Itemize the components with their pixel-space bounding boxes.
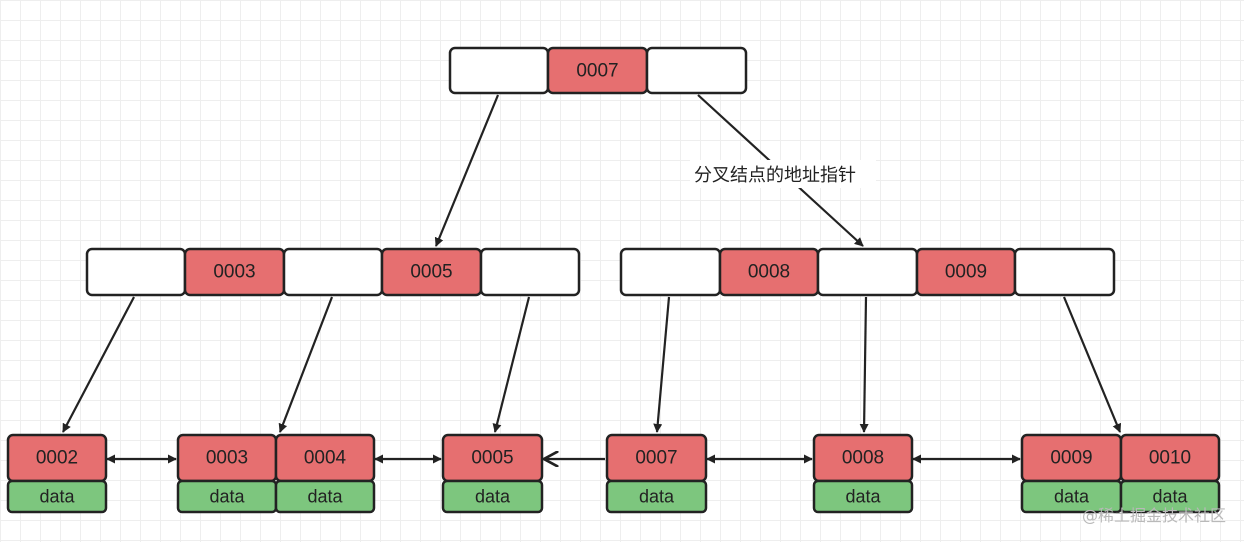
leaf-node-4: 0007 data <box>605 433 708 514</box>
leaf-data-cell <box>605 479 708 514</box>
pointer-left-to-leaf-0002 <box>62 296 135 433</box>
leaf-node-5: 0008 data <box>812 433 914 514</box>
leaf-key-label: 0007 <box>635 448 677 469</box>
pointer-label: 分叉结点的地址指针 <box>694 165 856 186</box>
leaf-data-cell <box>441 479 544 514</box>
leaf-key-label: 0004 <box>304 448 347 469</box>
leaf-data-cell <box>1119 479 1221 514</box>
leaf-key-label: 0002 <box>36 448 78 469</box>
left-key-label-2: 0005 <box>410 262 452 283</box>
root-key-label: 0007 <box>576 61 618 82</box>
pointer-root-to-left <box>434 94 500 247</box>
leaf-key-label: 0005 <box>471 448 513 469</box>
pointer-right-to-leaf-0007 <box>653 296 671 433</box>
leaf-data-label: data <box>639 487 675 507</box>
leaf-node-6: 0009 0010 data data <box>1020 433 1221 514</box>
pointer-right-to-leaf-0008 <box>859 296 869 433</box>
leaf-data-cell <box>812 479 914 514</box>
internal-node-right: 0008 0009 <box>619 247 1116 297</box>
leaf-data-cell <box>6 479 108 514</box>
left-pointer-cell-1 <box>85 247 187 297</box>
leaf-node-1: 0002 data <box>6 433 108 514</box>
pointer-label-background <box>690 160 876 188</box>
watermark: @稀土掘金技术社区 <box>1082 506 1226 525</box>
leaf-data-cell <box>274 479 376 514</box>
leaf-data-label: data <box>209 487 245 507</box>
right-key-label-1: 0008 <box>748 262 790 283</box>
left-pointer-cell-3 <box>479 247 581 297</box>
leaf-data-label: data <box>1152 487 1188 507</box>
internal-node-left: 0003 0005 <box>85 247 581 297</box>
leaf-data-label: data <box>307 487 343 507</box>
pointer-left-to-leaf-0003 <box>278 296 334 433</box>
tree-pointers <box>62 94 1122 433</box>
leaf-data-label: data <box>39 487 75 507</box>
leaf-key-label: 0010 <box>1149 448 1191 469</box>
right-pointer-cell-3 <box>1013 247 1116 297</box>
root-pointer-cell-2 <box>645 46 748 95</box>
leaf-key-label: 0003 <box>206 448 248 469</box>
leaf-data-label: data <box>1054 487 1090 507</box>
leaf-node-3: 0005 data <box>441 433 544 514</box>
leaf-data-label: data <box>845 487 881 507</box>
leaf-data-label: data <box>475 487 511 507</box>
right-pointer-cell-2 <box>816 247 919 297</box>
leaf-key-label: 0008 <box>842 448 884 469</box>
pointer-left-to-leaf-0005 <box>492 296 531 433</box>
left-pointer-cell-2 <box>282 247 384 297</box>
pointer-right-to-leaf-0009 <box>1062 296 1122 433</box>
root-node: 0007 <box>448 46 748 95</box>
root-pointer-cell-1 <box>448 46 550 95</box>
leaf-key-label: 0009 <box>1050 448 1092 469</box>
leaf-node-2: 0003 0004 data data <box>176 433 376 514</box>
right-key-label-2: 0009 <box>945 262 987 283</box>
left-key-label-1: 0003 <box>213 262 255 283</box>
right-pointer-cell-1 <box>619 247 722 297</box>
